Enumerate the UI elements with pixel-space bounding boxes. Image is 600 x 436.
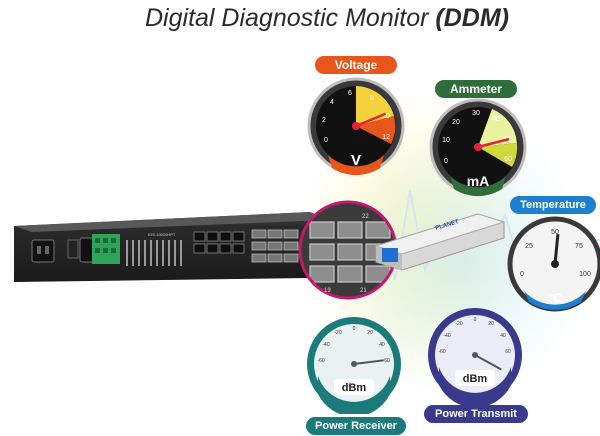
transmit-tick-5: 40 [500,333,506,339]
temperature-gauge: 0 25 50 75 100 °C [507,216,600,312]
sfp-transceiver: PLANET [374,213,506,271]
power-socket [31,239,55,263]
sfp-cages [251,229,299,263]
voltage-tick-2: 4 [330,99,334,106]
voltage-tick-1: 2 [322,117,326,124]
voltage-tick-3: 6 [348,90,352,97]
transmit-tick-4: 20 [488,321,494,327]
voltage-gauge: 0 2 4 6 8 10 12 V [307,77,405,176]
receiver-needle [353,359,384,365]
power-transmit-gauge: -60 -40 -20 0 20 40 60 dBm [428,308,522,405]
transmit-needle [474,354,502,371]
ammeter-tick-0: 0 [444,158,448,165]
power-switch [67,239,79,259]
title-main: Digital Diagnostic Monitor [145,4,429,32]
transmit-tick-6: 60 [505,349,511,355]
receiver-tick-1: -40 [322,342,329,348]
transmit-tick-1: -40 [443,333,450,339]
network-switch: IGS-10020HPT [14,212,328,282]
receiver-tick-6: 60 [384,358,390,364]
voltage-label: Voltage [315,56,397,74]
port-label-21: 21 [360,288,367,294]
ammeter-needle [477,137,510,149]
temperature-tick-4: 100 [579,271,591,278]
ammeter-tick-1: 10 [442,137,450,144]
voltage-unit: V [351,152,361,169]
power-transmit-label: Power Transmit [424,405,528,423]
temperature-tick-0: 0 [520,271,524,278]
voltage-needle [355,112,387,128]
port-label-19: 19 [324,288,331,294]
ammeter-gauge: 0 10 20 30 40 50 60 mA [429,98,527,197]
page-title: Digital Diagnostic Monitor (DDM) [145,4,509,33]
rj45-ports [193,231,245,254]
ammeter-tick-6: 60 [504,156,512,163]
port-label-22: 22 [362,214,369,220]
voltage-tick-6: 12 [382,134,390,141]
temperature-tick-1: 25 [525,243,533,250]
voltage-tick-0: 0 [324,137,328,144]
ammeter-unit: mA [467,173,490,189]
voltage-ticks: 0 2 4 6 8 10 12 [322,90,390,144]
power-receiver-label: Power Receiver [306,417,406,435]
transmit-unit: dBm [463,373,488,385]
temperature-label: Temperature [510,196,596,214]
ammeter-label: Ammeter [435,80,517,98]
transmit-tick-3: 0 [474,317,477,323]
receiver-tick-2: -20 [334,330,341,336]
ammeter-tick-3: 30 [472,110,480,117]
receiver-tick-4: 20 [367,330,373,336]
transmit-tick-0: -60 [438,349,445,355]
receiver-tick-5: 40 [379,342,385,348]
receiver-tick-0: -60 [317,358,324,364]
temperature-unit: °C [548,291,562,305]
transmit-tick-2: -20 [455,321,462,327]
switch-model-label: IGS-10020HPT [148,232,176,237]
voltage-tick-4: 8 [370,95,374,102]
zoom-circle: 22 19 21 [298,200,398,300]
voltage-tick-5: 10 [382,113,390,120]
temperature-needle [553,233,560,265]
receiver-tick-3: 0 [353,326,356,332]
ammeter-tick-4: 40 [492,116,500,123]
receiver-unit: dBm [342,382,367,394]
temperature-tick-2: 50 [551,229,559,236]
temperature-tick-3: 75 [575,243,583,250]
ammeter-tick-2: 20 [452,119,460,126]
power-receiver-gauge: -60 -40 -20 0 20 40 60 dBm [307,317,401,414]
title-emphasis: (DDM) [435,4,509,32]
